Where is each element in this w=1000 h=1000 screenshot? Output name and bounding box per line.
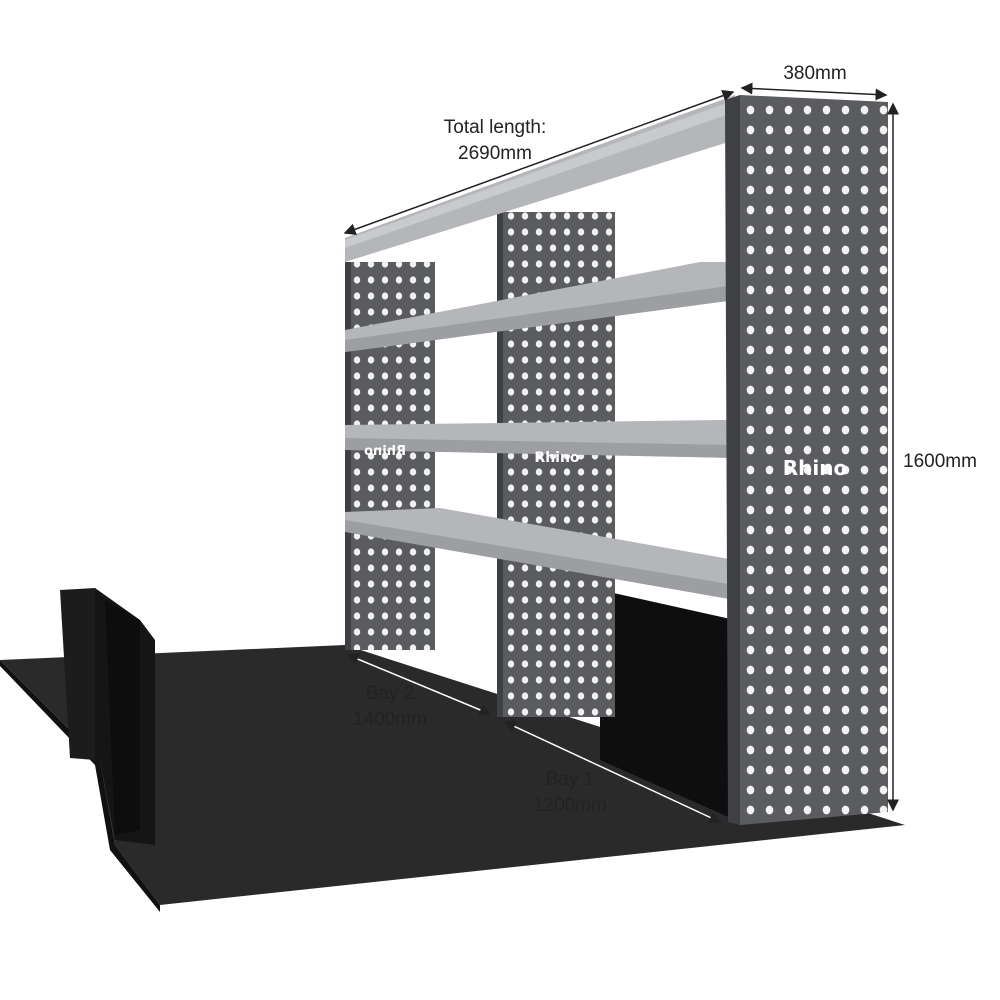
- bay2-value: 1400mm: [353, 709, 427, 730]
- total-length-value: 2690mm: [458, 143, 532, 164]
- bay2-label: Bay 2: [365, 683, 415, 704]
- bay1-line: [503, 720, 722, 824]
- rhino-logo-left: Rhino: [364, 444, 406, 459]
- depth-line: [740, 82, 888, 101]
- right-end-panel: [725, 95, 888, 825]
- rhino-logo-middle: Rhino: [534, 450, 580, 466]
- van-floor: [0, 645, 905, 905]
- depth-label: 380mm: [783, 63, 847, 84]
- floor-edge: [0, 660, 160, 912]
- height-label: 1600mm: [903, 451, 977, 472]
- dimension-lines: [343, 82, 899, 824]
- bulkhead-partition: [60, 588, 155, 845]
- total-length-line: [343, 89, 735, 236]
- bay1-value: 1200mm: [533, 795, 607, 816]
- bay1-label: Bay 1: [545, 769, 595, 790]
- rhino-logo-right: Rhino: [782, 456, 848, 480]
- total-length-label: Total length:: [443, 117, 547, 138]
- bay2-line: [346, 653, 492, 716]
